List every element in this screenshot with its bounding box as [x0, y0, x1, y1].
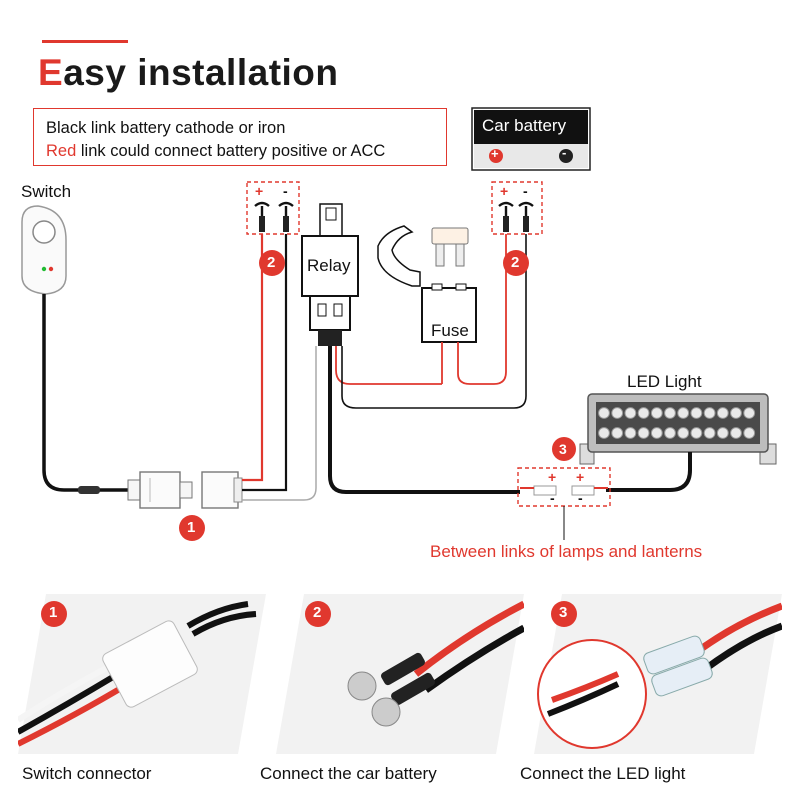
left-terminal-minus: - — [283, 183, 288, 199]
led-cells — [598, 407, 756, 439]
note-red-rest: link could connect battery positive or A… — [76, 142, 386, 160]
marker-1-number: 1 — [187, 519, 196, 536]
left-terminal-plus: + — [255, 183, 264, 199]
note-line-red: Red link could connect battery positive … — [46, 140, 446, 163]
battery-plus-sign: + — [491, 146, 499, 161]
left-ring-terminals — [254, 201, 294, 232]
led-conn-plus-right: + — [576, 469, 585, 485]
marker-2-right-circle — [503, 250, 529, 276]
battery-minus-sign: - — [562, 145, 567, 160]
led-cell — [611, 407, 624, 419]
led-cell — [664, 407, 676, 419]
note-red-word: Red — [46, 142, 77, 160]
led-cell — [624, 427, 637, 439]
led-conn-minus-right: - — [578, 490, 583, 506]
wiring-diagram — [21, 107, 777, 541]
led-cell — [690, 427, 703, 439]
switch-label: Switch — [21, 182, 72, 201]
led-cell — [664, 427, 676, 439]
led-cell — [730, 407, 742, 419]
led-cell — [743, 407, 756, 419]
led-cell — [637, 407, 650, 419]
photo-panel-car-battery: 2 — [276, 594, 524, 754]
between-links-label: Between links of lamps and lanterns — [430, 542, 703, 561]
car-battery — [471, 107, 591, 171]
photo-panel-switch-connector: 1 — [18, 594, 266, 754]
led-cell — [716, 427, 729, 439]
title-rest: asy installation — [63, 52, 339, 93]
relay-label: Relay — [307, 256, 351, 275]
photo-panel-led-light: 3 — [534, 594, 782, 754]
caption-switch-connector: Switch connector — [22, 764, 152, 783]
panel-1-number: 1 — [49, 604, 58, 621]
led-cell — [624, 407, 637, 419]
led-cell — [650, 407, 663, 419]
title-first-letter: E — [38, 52, 64, 93]
led-light-label: LED Light — [627, 372, 702, 391]
led-cell — [716, 407, 729, 419]
marker-3-circle — [552, 437, 576, 461]
fuse-label: Fuse — [431, 321, 469, 340]
marker-2-right-number: 2 — [511, 254, 520, 271]
switch-connector-male — [127, 471, 193, 509]
right-ring-terminals — [498, 201, 534, 232]
right-terminal-minus: - — [523, 183, 528, 199]
marker-3-number: 3 — [559, 441, 567, 457]
led-cell — [730, 427, 742, 439]
led-conn-plus-left: + — [548, 469, 557, 485]
led-cell — [690, 407, 703, 419]
led-cell — [637, 427, 650, 439]
led-cell — [703, 407, 716, 419]
switch-cable-sleeve — [78, 486, 100, 494]
led-light-bar — [579, 393, 777, 465]
led-cell — [743, 427, 756, 439]
caption-car-battery: Connect the car battery — [260, 764, 437, 783]
left-terminal-box — [246, 181, 300, 235]
right-terminal-box — [491, 181, 543, 235]
caption-led-light: Connect the LED light — [520, 764, 686, 783]
led-cell — [611, 427, 624, 439]
fuse-holder — [377, 225, 477, 343]
panel-2-number: 2 — [313, 604, 322, 621]
note-line-black: Black link battery cathode or iron — [46, 119, 286, 137]
led-cell — [598, 427, 610, 439]
marker-2-left-circle — [259, 250, 285, 276]
blade-fuse — [431, 227, 469, 267]
marker-1-circle — [179, 515, 205, 541]
led-cell — [598, 407, 610, 419]
wiring-note-box: Black link battery cathode or iron Red l… — [33, 108, 447, 166]
led-conn-minus-left: - — [550, 490, 555, 506]
led-quick-connectors — [520, 485, 608, 496]
right-terminal-plus: + — [500, 183, 509, 199]
panel-3-number: 3 — [559, 604, 568, 621]
led-cell — [703, 427, 716, 439]
led-cell — [677, 407, 690, 419]
relay — [301, 203, 359, 346]
switch-connector-female — [201, 471, 243, 509]
led-cell — [677, 427, 690, 439]
title-accent-bar — [42, 40, 128, 43]
marker-2-left-number: 2 — [267, 254, 276, 271]
page-title: Easy installation — [38, 52, 339, 94]
switch-unit — [21, 205, 67, 295]
led-cell — [650, 427, 663, 439]
car-battery-label: Car battery — [482, 116, 567, 135]
